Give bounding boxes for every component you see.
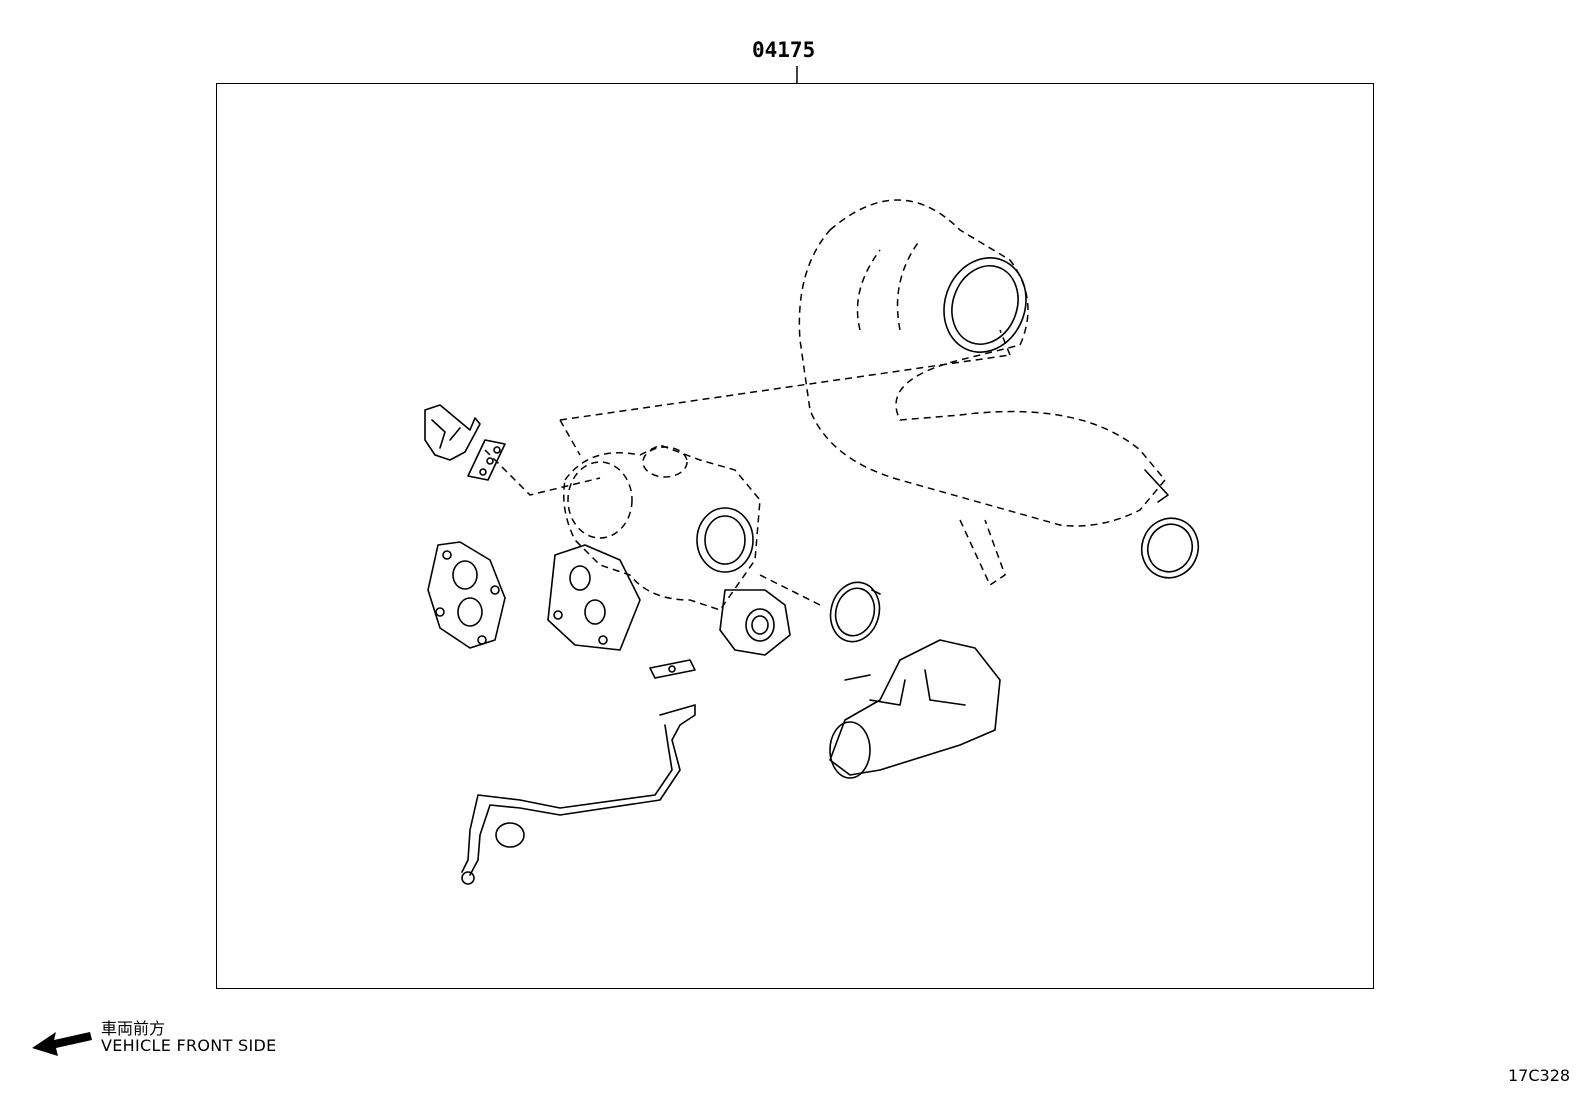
link-line-right <box>759 574 821 606</box>
drawing-code: 17C328 <box>1508 1066 1571 1085</box>
gasket-ring-medium <box>829 581 881 643</box>
part-number-label: 04175 <box>752 38 816 62</box>
intake-pipe <box>829 639 1001 779</box>
gasket-strip-small <box>467 439 506 481</box>
vehicle-front-label-en: VEHICLE FRONT SIDE <box>101 1036 277 1055</box>
oil-feed-pipe <box>461 704 696 885</box>
link-line-left <box>484 449 601 496</box>
vehicle-front-label-jp: 車両前方 <box>101 1019 166 1038</box>
gasket-oil-small <box>649 659 696 679</box>
bracket-small <box>424 404 481 461</box>
catalytic-converter <box>798 199 1169 587</box>
turbocharger <box>547 444 791 656</box>
link-line-upper <box>559 329 1011 456</box>
gasket-plate-turbo-inlet <box>427 541 506 649</box>
gasket-ring-large <box>1140 517 1200 579</box>
arrow-left-icon <box>32 1032 92 1056</box>
diagram-frame <box>216 83 1374 989</box>
